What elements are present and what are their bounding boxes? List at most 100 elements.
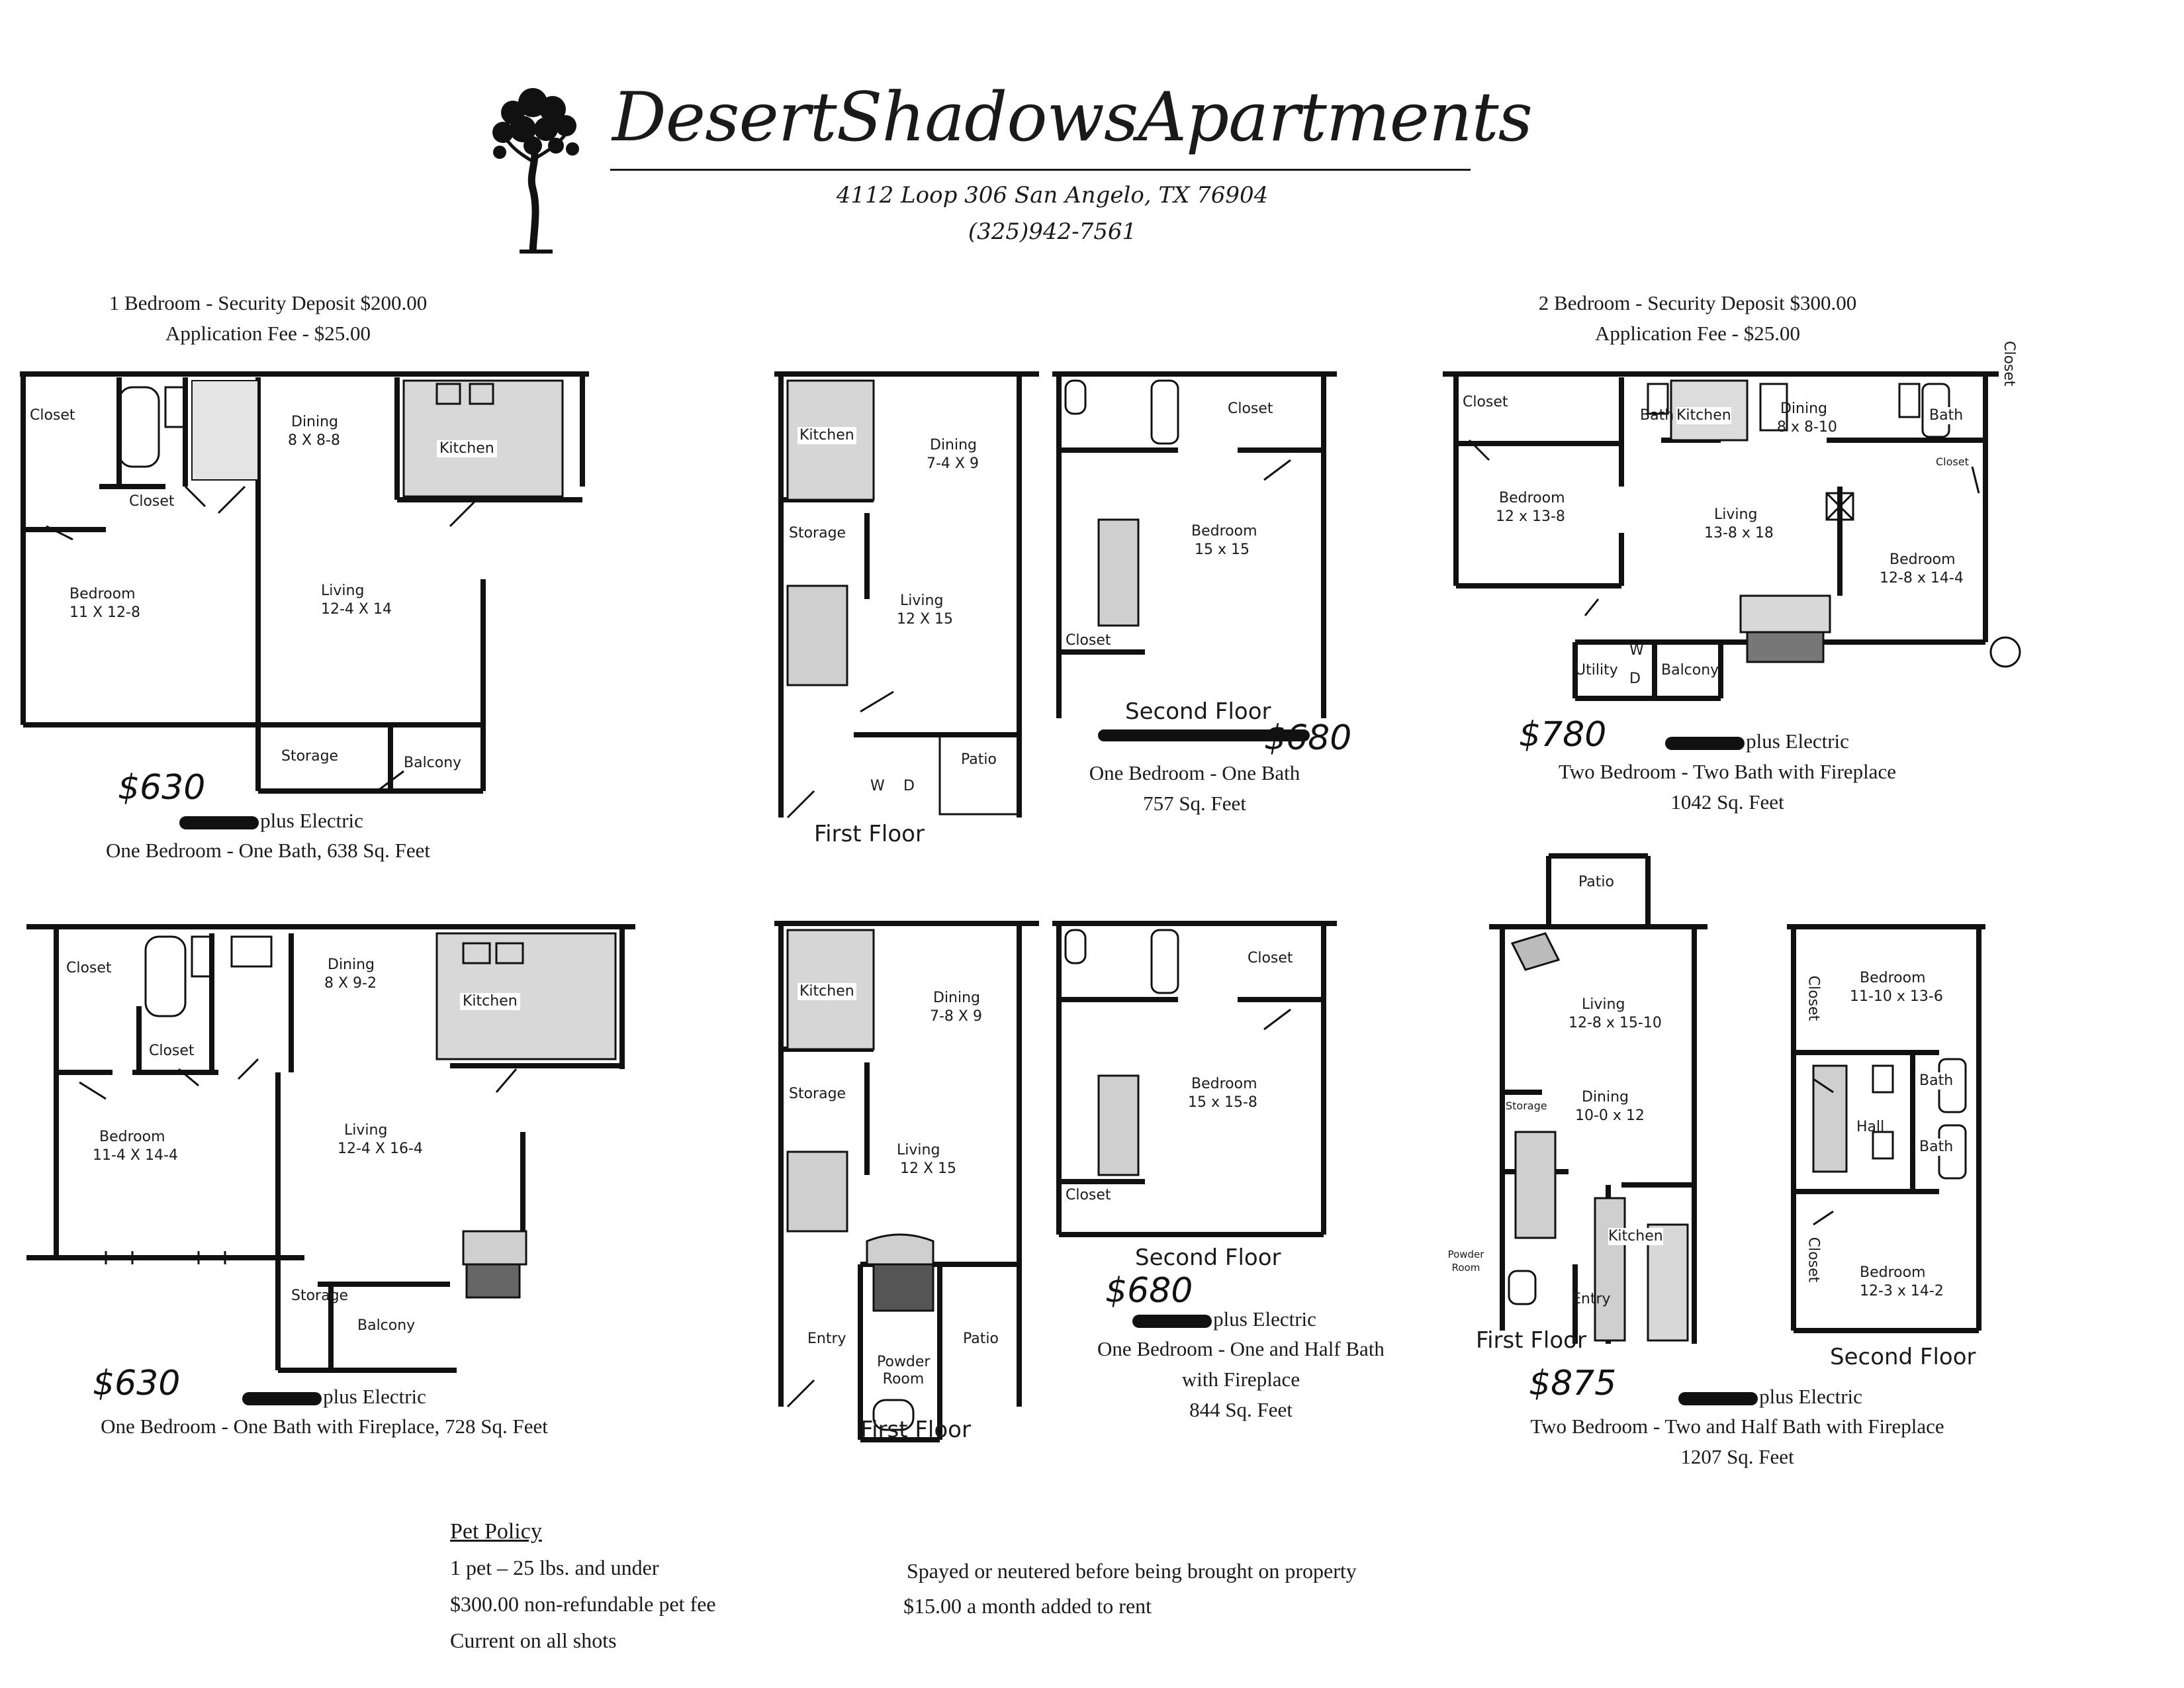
- floor-label: Second Floor: [1830, 1344, 1976, 1370]
- room-label: Dining: [933, 990, 981, 1006]
- room-label: Kitchen: [437, 440, 497, 457]
- room-size: 12-4 X 14: [321, 601, 392, 618]
- room-label: Closet: [1936, 455, 1969, 468]
- room-label: Closet: [1463, 394, 1508, 410]
- redaction-scribble: [1092, 722, 1317, 741]
- room-label: Dining: [291, 414, 339, 430]
- room-label: Storage: [1506, 1100, 1547, 1112]
- room-label: Closet: [66, 960, 112, 976]
- plan-description: Two Bedroom - Two Bath with Fireplace: [1559, 760, 1896, 783]
- room-size: 15 x 15: [1195, 541, 1250, 558]
- electric-note: plus Electric: [1661, 1385, 1880, 1409]
- room-label: Dining: [1582, 1089, 1629, 1105]
- room-label: Bedroom: [1191, 1076, 1257, 1092]
- room-label: Closet: [30, 407, 75, 424]
- room-label: Entry: [807, 1331, 846, 1347]
- room-label: Closet: [129, 493, 175, 510]
- floor-plan-one-bed-844: Kitchen Dining 7-8 X 9 Storage Living 12…: [774, 917, 1337, 1446]
- room-size: 12-8 x 15-10: [1569, 1015, 1662, 1031]
- room-label: Living: [900, 592, 944, 609]
- room-label: Patio: [1578, 874, 1614, 890]
- room-label: Bath: [1919, 1139, 1954, 1156]
- room-label: Kitchen: [797, 427, 856, 444]
- room-label: Bedroom: [99, 1129, 165, 1145]
- room-label: Bath: [1929, 407, 1964, 424]
- room-label: Closet: [1228, 400, 1273, 417]
- price-handwritten: $630: [93, 1364, 181, 1403]
- room-size: 12-3 x 14-2: [1860, 1283, 1944, 1299]
- room-label: Balcony: [1661, 662, 1719, 679]
- room-label: Closet: [1066, 632, 1111, 649]
- pet-policy-item: $15.00 a month added to rent: [903, 1594, 1152, 1618]
- room-size: 8 x 8-10: [1777, 419, 1837, 436]
- floor-plan-two-bed-1207: Patio Living 12-8 x 15-10 Storage Dining…: [1448, 853, 2019, 1383]
- room-size: 11 X 12-8: [69, 604, 140, 621]
- room-label: Dining: [930, 437, 978, 453]
- pet-policy-item: Current on all shots: [450, 1628, 617, 1652]
- room-size: 12 X 15: [900, 1160, 957, 1177]
- room-size: 8 X 9-2: [324, 975, 377, 992]
- room-label: W: [1629, 642, 1644, 659]
- floor-plan-one-bed-728: Closet Closet Dining 8 X 9-2 Kitchen Bed…: [26, 920, 635, 1377]
- plan-description: with Fireplace: [1181, 1368, 1300, 1391]
- room-label: Hall: [1856, 1119, 1885, 1135]
- room-size: 8 X 8-8: [288, 432, 340, 449]
- floor-plan-one-bed-757: Kitchen Dining 7-4 X 9 Storage Living 12…: [774, 367, 1337, 847]
- two-bedroom-app-fee: Application Fee - $25.00: [1595, 322, 1800, 345]
- room-label: Living: [1714, 506, 1758, 523]
- room-size: 11-4 X 14-4: [93, 1147, 178, 1164]
- redaction-mark: [1098, 729, 1310, 741]
- redaction-mark: [1132, 1314, 1212, 1328]
- address: 4112 Loop 306 San Angelo, TX 76904: [836, 182, 1269, 209]
- plan-description: One Bedroom - One Bath, 638 Sq. Feet: [106, 839, 430, 862]
- room-label: Storage: [789, 525, 846, 541]
- room-label: Living: [1582, 996, 1625, 1013]
- room-label: Powder Room: [1447, 1248, 1484, 1274]
- room-label: Bedroom: [1889, 551, 1956, 568]
- room-label: Utility: [1575, 662, 1618, 679]
- room-label: Dining: [1780, 400, 1828, 417]
- pet-policy-item: $300.00 non-refundable pet fee: [450, 1592, 716, 1616]
- room-label: Closet: [2001, 341, 2017, 387]
- room-size: 15 x 15-8: [1188, 1094, 1257, 1111]
- plan-description: One Bedroom - One Bath with Fireplace, 7…: [101, 1415, 548, 1438]
- room-label: Balcony: [357, 1317, 416, 1334]
- floor-label: Second Floor: [1135, 1244, 1281, 1271]
- price-handwritten: $680: [1264, 718, 1352, 758]
- phone: (325)942-7561: [968, 218, 1137, 245]
- room-label: Closet: [149, 1043, 195, 1059]
- room-label: Entry: [1572, 1291, 1611, 1307]
- room-label: Dining: [328, 957, 375, 973]
- plan-description: One Bedroom - One and Half Bath: [1097, 1337, 1385, 1360]
- electric-note: plus Electric: [165, 809, 377, 833]
- plan-description: One Bedroom - One Bath: [1089, 761, 1300, 784]
- room-label: W: [870, 778, 885, 794]
- redaction-mark: [242, 1391, 322, 1405]
- room-label: Patio: [961, 751, 997, 768]
- room-size: 13-8 x 18: [1704, 525, 1774, 541]
- price-handwritten: $680: [1105, 1271, 1193, 1311]
- room-size: 12 x 13-8: [1496, 508, 1565, 525]
- page-title: DesertShadowsApartments: [612, 78, 1533, 157]
- room-label: Storage: [789, 1086, 846, 1102]
- room-label: Closet: [1805, 975, 1822, 1021]
- room-label: Storage: [281, 748, 339, 765]
- floor-plan-two-bed-1042: Closet Bath Kitchen Dining 8 x 8-10 Bath…: [1443, 341, 2052, 701]
- floor-plan-one-bed-638: Closet Closet Dining 8 X 8-8 Kitchen Bed…: [20, 367, 589, 798]
- room-label: Powder Room: [877, 1354, 931, 1388]
- plan-sqft: 757 Sq. Feet: [1143, 792, 1246, 815]
- electric-note: plus Electric: [1648, 729, 1866, 753]
- one-bedroom-app-fee: Application Fee - $25.00: [165, 322, 371, 345]
- room-label: Kitchen: [1608, 1228, 1663, 1245]
- room-label: Bedroom: [1860, 970, 1926, 986]
- room-label: Balcony: [404, 755, 462, 771]
- room-label: Bedroom: [1191, 523, 1257, 539]
- room-size: 12 X 15: [897, 611, 954, 628]
- floor-label: First Floor: [860, 1417, 971, 1443]
- room-label: Bath: [1919, 1072, 1954, 1090]
- floor-label: First Floor: [1476, 1327, 1586, 1354]
- plan-sqft: 844 Sq. Feet: [1189, 1398, 1293, 1421]
- room-label: Patio: [963, 1331, 999, 1347]
- plan-sqft: 1042 Sq. Feet: [1670, 790, 1784, 814]
- redaction-mark: [179, 816, 259, 829]
